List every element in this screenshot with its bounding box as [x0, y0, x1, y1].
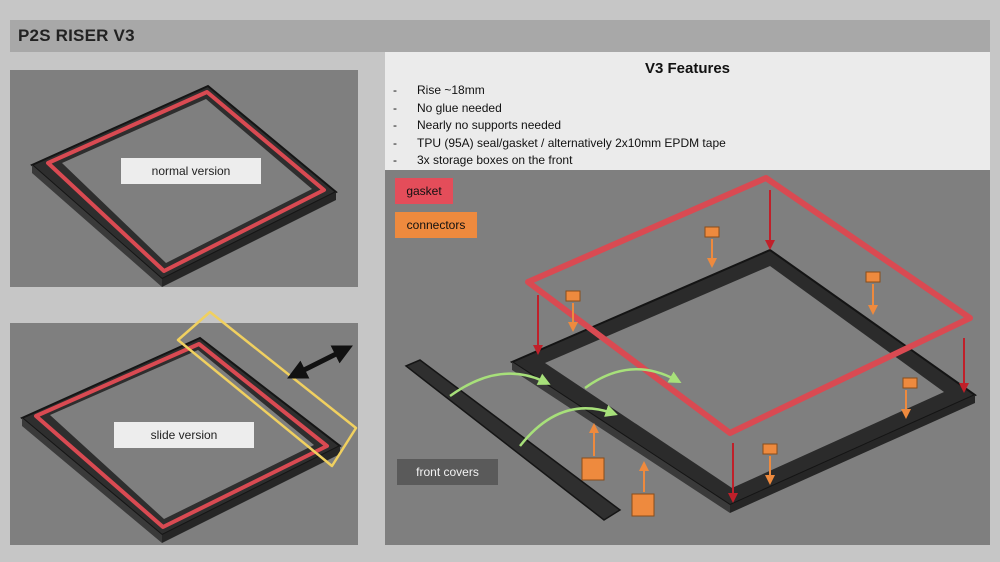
front-covers-label: front covers	[397, 459, 498, 485]
gasket-placement-arrows	[533, 190, 969, 503]
page-title: P2S RISER V3	[18, 26, 135, 45]
feature-item: -No glue needed	[393, 100, 502, 115]
feature-item: -Nearly no supports needed	[393, 118, 562, 132]
connectors-legend-label: connectors	[395, 212, 477, 238]
front-covers-strip	[404, 359, 622, 521]
title-bar: P2S RISER V3	[10, 20, 990, 52]
normal-version-label: normal version	[121, 158, 261, 184]
feature-item: -3x storage boxes on the front	[393, 153, 573, 167]
connector-parts	[565, 226, 918, 517]
slide-highlight-outline	[176, 310, 358, 468]
features-box: V3 Features -Rise ~18mm -No glue needed …	[385, 52, 990, 170]
slide-version-label: slide version	[114, 422, 254, 448]
cover-insert-arrows	[449, 368, 682, 447]
feature-item: -TPU (95A) seal/gasket / alternatively 2…	[393, 135, 726, 150]
normal-riser-frame	[30, 84, 338, 287]
gasket-legend-label: gasket	[395, 178, 453, 204]
slide-direction-arrow	[287, 345, 353, 379]
features-title: V3 Features	[644, 60, 731, 77]
features-list: -Rise ~18mm -No glue needed -Nearly no s…	[393, 82, 726, 170]
feature-item: -Rise ~18mm	[393, 83, 485, 97]
gasket-frame	[525, 175, 973, 436]
base-frame	[509, 248, 978, 513]
connector-placement-arrows	[568, 239, 911, 492]
